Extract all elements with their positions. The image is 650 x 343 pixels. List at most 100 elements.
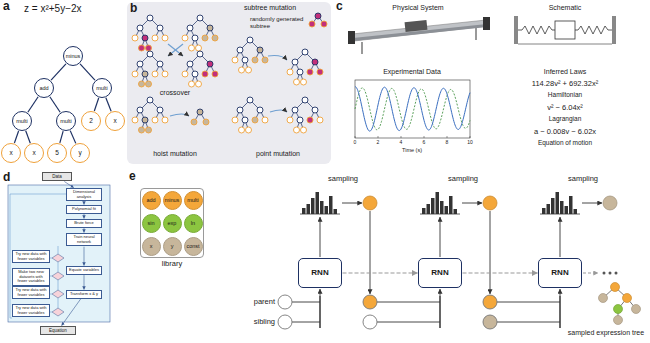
tree-node (301, 127, 307, 133)
node-text: 5 (55, 149, 59, 156)
axis-tick-mark (470, 136, 471, 138)
tree-node (237, 47, 243, 53)
law-name: Lagrangian (549, 115, 582, 122)
tree-node (187, 25, 193, 31)
arrow (560, 217, 561, 257)
tree-node (162, 71, 168, 77)
tree-node (192, 35, 198, 41)
rnn-box: RNN (418, 258, 462, 288)
node-text: multi (187, 197, 199, 203)
tree-node (257, 47, 263, 53)
operation-name: crossover (160, 89, 190, 97)
tree-branch (94, 98, 98, 111)
circle-node: add (142, 191, 161, 210)
process-box: Make two new datasets with fewer variabl… (12, 268, 50, 286)
tree-node (147, 97, 153, 103)
sampling-step (540, 192, 617, 257)
circle-node: multi (56, 111, 76, 131)
arrow (370, 211, 371, 294)
axis-tick: 8 (446, 140, 449, 146)
tree-node (157, 25, 163, 31)
node-text: Try new data with fewer variables (15, 306, 48, 315)
node-text: const (186, 243, 199, 249)
tree-node (132, 35, 138, 41)
continuation-line (583, 272, 598, 273)
arrow (268, 56, 287, 61)
step-label: sampling (328, 175, 358, 184)
flow-line (58, 298, 59, 308)
tree-node (317, 69, 323, 75)
sampled-token (603, 196, 617, 210)
axis-tick: 4 (400, 140, 403, 146)
tree-branch (106, 98, 111, 111)
tree-node (207, 25, 213, 31)
panel-heading: Inferred Laws (544, 68, 586, 76)
tree-node (232, 57, 238, 63)
circle-node: minus (163, 191, 182, 210)
node-text: Equate variables (69, 268, 99, 273)
tree-node (182, 35, 188, 41)
tree-node (197, 51, 203, 57)
tree-node (257, 107, 263, 113)
operations-panel (127, 2, 331, 164)
input-token (483, 315, 497, 329)
node-text: x (113, 117, 116, 124)
step-label: sampling (448, 175, 478, 184)
feedback-line (10, 194, 66, 318)
node-text: RNN (551, 268, 568, 277)
tree-node (294, 79, 300, 85)
process-box: Equation (40, 326, 76, 335)
library-label: library (140, 260, 204, 269)
operation-name: point mutation (256, 150, 300, 158)
decision-diamond (52, 308, 64, 316)
process-box: Equate variables (66, 266, 102, 275)
flow-line (58, 280, 59, 290)
mini-tree (132, 97, 168, 133)
tree-node (191, 119, 197, 125)
tree-node (292, 59, 298, 65)
tree-node (137, 107, 143, 113)
histogram-bar (436, 192, 440, 214)
panel-letter: d (3, 171, 10, 185)
tree-node (202, 71, 208, 77)
flow-line (50, 294, 52, 295)
circle-node: exp (163, 214, 182, 233)
tree-node (162, 35, 168, 41)
node-text: sin (147, 220, 154, 226)
tree-branch (28, 97, 38, 113)
circle-node: minus (63, 46, 83, 66)
flow-arrow (62, 299, 81, 326)
tree-node (147, 15, 153, 21)
tree-node (146, 127, 152, 133)
axis-tick: 6 (423, 140, 426, 146)
arrow (168, 44, 183, 56)
tree-node (157, 61, 163, 67)
equation: z = x²+5y−2x (24, 3, 82, 15)
tree-node (197, 15, 203, 21)
input-wire (377, 322, 440, 323)
circle-node: const (184, 237, 203, 256)
tree-node (212, 71, 218, 77)
process-box: Try new data with fewer variables (12, 286, 50, 299)
flow-arrow (64, 181, 73, 187)
tree-node (239, 67, 245, 73)
tree-node (315, 13, 321, 19)
input-wire (292, 302, 320, 303)
tree-node (152, 35, 158, 41)
axis-title: Time (s) (402, 147, 422, 153)
flow-line (50, 258, 52, 259)
rnn-state-arrow (463, 272, 538, 273)
tree-node (302, 49, 308, 55)
node-text: 2 (89, 117, 93, 124)
decision-diamond (52, 290, 64, 298)
arrow (342, 203, 362, 204)
step-label: sampling (568, 175, 598, 184)
tree-node (239, 127, 245, 133)
axis-tick-mark (378, 136, 379, 138)
tree-node (137, 25, 143, 31)
axis-tick-mark (447, 136, 448, 138)
arrow (440, 289, 441, 296)
histogram-bar (302, 208, 306, 214)
histogram-bar (547, 204, 551, 214)
tree-node (302, 97, 308, 103)
